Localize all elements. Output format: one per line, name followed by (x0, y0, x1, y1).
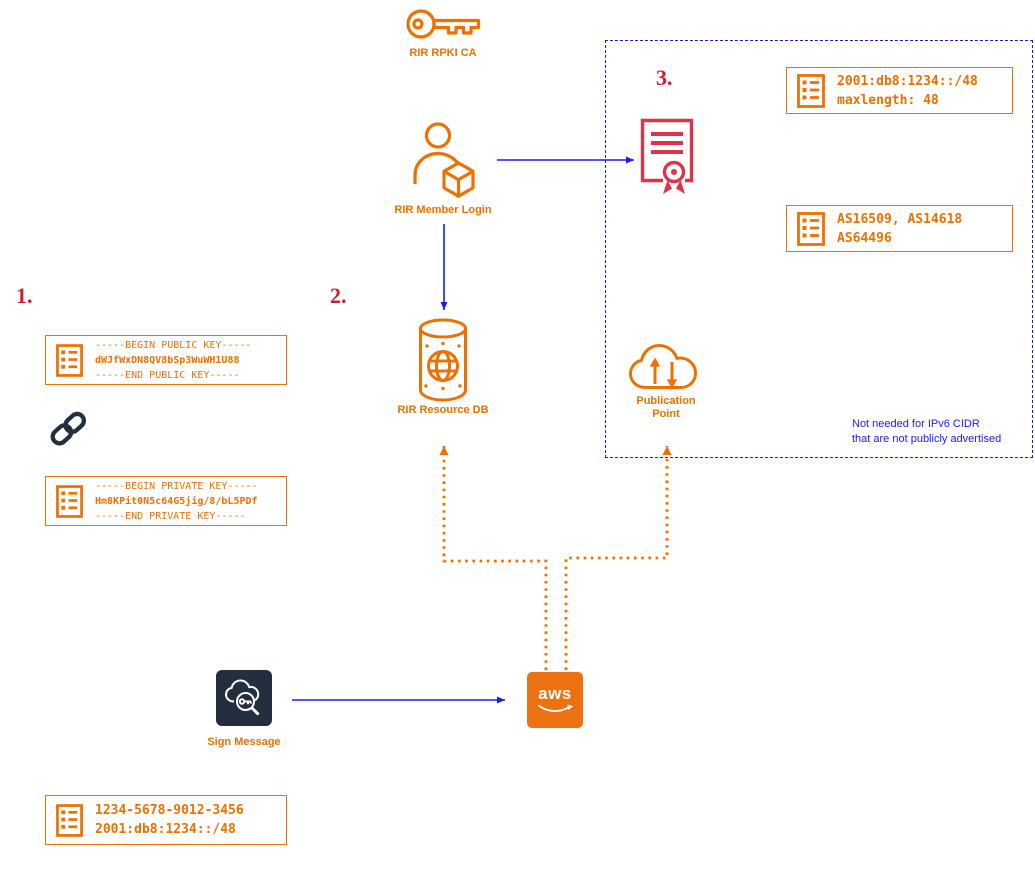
step-2-label: 2. (330, 283, 347, 308)
publication-point-label: Publication Point (616, 395, 716, 421)
certificate-icon (640, 118, 694, 194)
aws-wordmark: aws (538, 684, 572, 703)
public-key-end: -----END PUBLIC KEY----- (95, 369, 240, 381)
public-key-begin: -----BEGIN PUBLIC KEY----- (95, 339, 252, 351)
roa-certificate-node (639, 117, 695, 202)
ipv6-note-line1: Not needed for IPv6 CIDR (852, 418, 980, 430)
cloud-search-key-icon (224, 679, 260, 716)
key-pair-link (46, 406, 92, 455)
roa-prefix-line-1: 2001:db8:1234::/48 (837, 73, 978, 89)
arrow-aws-to-resource-db (439, 446, 548, 670)
roa-origin-asns-card: AS16509, AS14618 AS64496 (786, 205, 1013, 252)
public-key-card: -----BEGIN PUBLIC KEY----- dWJfWxDN8QV8b… (45, 335, 287, 385)
chain-link-icon (50, 411, 87, 446)
roa-origins-line-1: AS16509, AS14618 (837, 211, 963, 227)
public-key-body: dWJfWxDN8QV8bSp3WuWH1U88 (95, 354, 240, 366)
ipv6-note-line2: that are not publicly advertised (852, 433, 1002, 445)
rir-member-login-label: RIR Member Login (394, 204, 492, 216)
list-icon (797, 73, 825, 108)
arrow-aws-to-publication-point (564, 446, 672, 670)
list-icon (56, 484, 83, 518)
private-key-end: -----END PRIVATE KEY----- (95, 510, 246, 522)
sign-message-label: Sign Message (207, 736, 281, 748)
publication-point-node (628, 341, 700, 398)
rir-member-login-node (411, 121, 477, 206)
account-prefix-line: 2001:db8:1234::/48 (95, 822, 236, 837)
list-icon (56, 343, 83, 377)
rir-rpki-ca-node (404, 4, 482, 49)
step-3-label: 3. (656, 65, 673, 90)
private-key-begin: -----BEGIN PRIVATE KEY----- (95, 480, 258, 492)
step-1-label: 1. (16, 283, 33, 308)
key-icon (406, 9, 481, 39)
roa-region-outline (605, 40, 1033, 458)
ipv6-note: Not needed for IPv6 CIDR that are not pu… (852, 417, 1024, 447)
rir-resource-db-label: RIR Resource DB (397, 404, 489, 416)
sign-message-node (216, 670, 272, 726)
account-resources-card: 1234-5678-9012-3456 2001:db8:1234::/48 (45, 795, 287, 845)
list-icon (56, 803, 83, 837)
cloud-up-down-icon (629, 344, 697, 389)
private-key-card: -----BEGIN PRIVATE KEY----- Hm8KPit0N5c6… (45, 476, 287, 526)
aws-smile-icon (537, 704, 573, 712)
publication-point-label-line2: Point (652, 408, 680, 420)
private-key-body: Hm8KPit0N5c64G5jig/8/bL5PDf (95, 495, 258, 507)
rir-resource-db-node (417, 317, 469, 408)
roa-prefix-card: 2001:db8:1234::/48 maxlength: 48 (786, 67, 1013, 114)
roa-prefix-line-2: maxlength: 48 (837, 92, 939, 108)
list-icon (797, 211, 825, 246)
roa-origins-line-2: AS64496 (837, 230, 892, 246)
database-globe-icon (419, 318, 467, 402)
account-id-line: 1234-5678-9012-3456 (95, 803, 244, 818)
aws-logo: aws (527, 672, 583, 728)
person-with-cube-icon (413, 122, 475, 198)
rir-rpki-ca-label: RIR RPKI CA (409, 47, 477, 59)
publication-point-label-line1: Publication (636, 395, 696, 407)
